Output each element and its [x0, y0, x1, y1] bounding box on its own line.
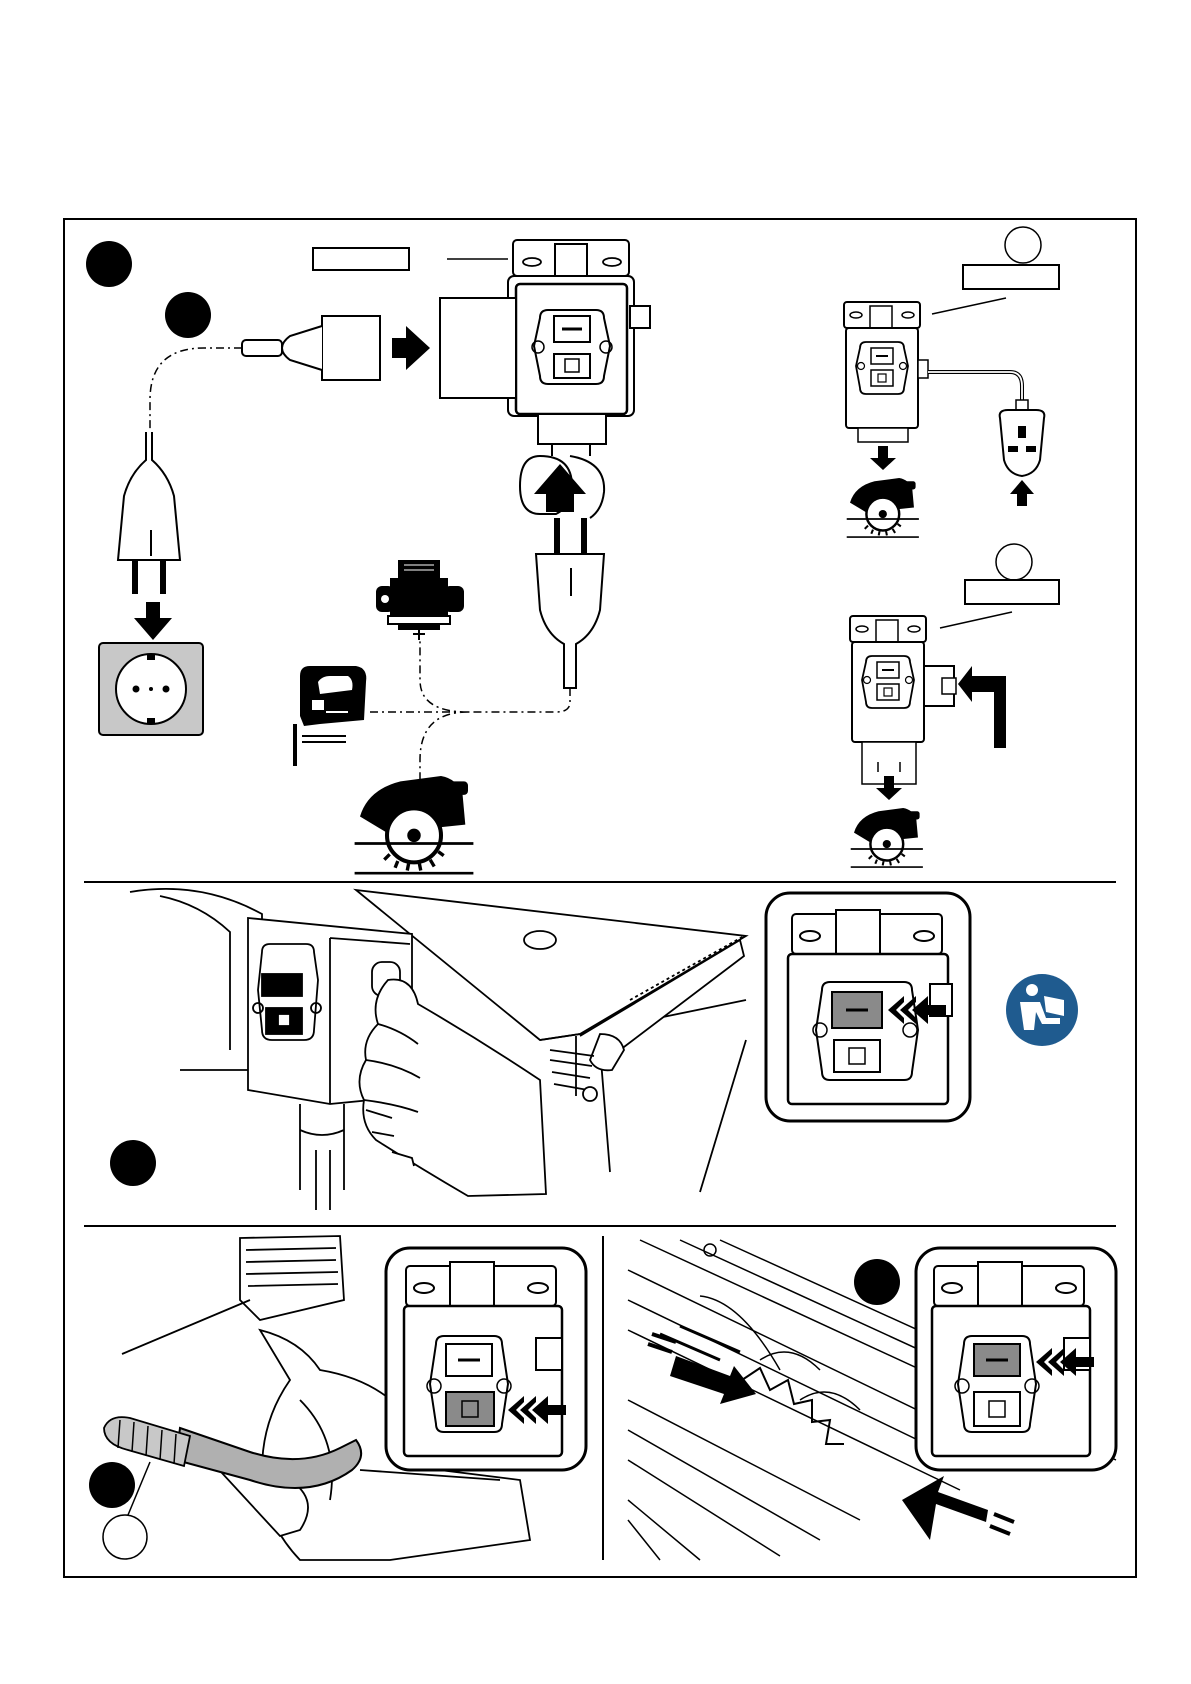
switch-box-uk-icon — [844, 302, 928, 442]
switch-detail-middle — [766, 893, 970, 1121]
label-bubble-uk — [1005, 227, 1041, 263]
connector-plug-icon — [242, 316, 380, 380]
eu-plug-up-icon — [536, 518, 604, 688]
jigsaw-icon — [293, 666, 366, 766]
switch-detail-bottom-left — [386, 1248, 586, 1470]
label-box-main — [313, 248, 409, 270]
uk-plug-icon — [1000, 400, 1045, 476]
switch-box-adapter-icon — [850, 616, 956, 784]
router-icon — [376, 560, 464, 640]
arrow-corner-icon — [958, 666, 1006, 748]
arrow-up-small-icon — [1010, 480, 1034, 506]
circular-saw-icon — [355, 776, 474, 873]
saw-small-icon — [847, 478, 919, 537]
label-box-adapter — [965, 580, 1059, 604]
eu-plug-icon — [118, 432, 180, 594]
switch-detail-bottom-right — [916, 1248, 1116, 1470]
step-bubble-c — [110, 1140, 156, 1186]
step-bubble-d — [89, 1462, 135, 1508]
arrow-right-icon — [392, 326, 430, 370]
step-bubble-b — [165, 292, 211, 338]
label-bubble-e — [103, 1515, 147, 1559]
label-bubble-adapter — [996, 544, 1032, 580]
arrow-down-icon — [134, 602, 172, 640]
step-bubble-a — [86, 241, 132, 287]
arrow-down-small-icon — [870, 446, 896, 470]
switch-box-icon — [440, 240, 650, 456]
step-bubble-f — [854, 1259, 900, 1305]
cable-dashed-2 — [366, 640, 570, 790]
arrow-up-icon — [520, 456, 604, 518]
label-box-uk — [963, 265, 1059, 289]
cable-dashed-1 — [150, 348, 242, 436]
manual-icon — [1006, 974, 1078, 1046]
wall-socket-icon — [99, 643, 203, 735]
saw-small-2-icon — [851, 808, 923, 867]
